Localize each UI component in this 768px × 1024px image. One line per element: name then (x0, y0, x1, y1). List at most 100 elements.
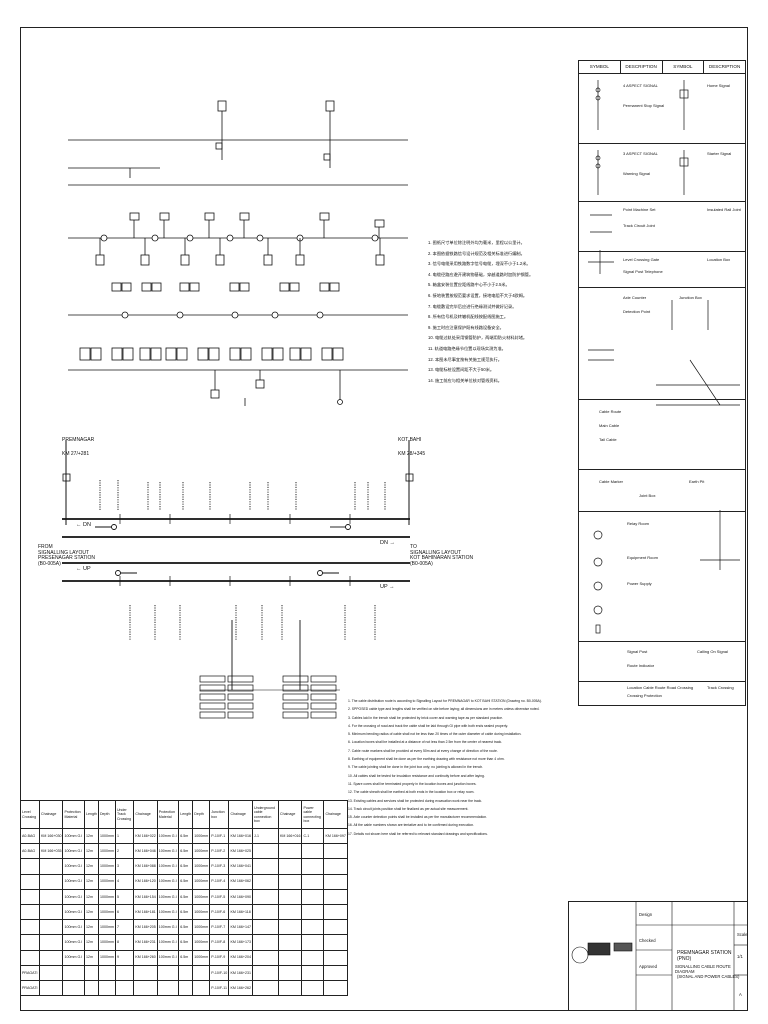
table-cell: 1000mm (97, 827, 116, 845)
from-station-label: FROM SIGNALLING LAYOUT PRESENAGAR STATIO… (38, 544, 96, 567)
drawing-frame (20, 27, 748, 1011)
table-cell (301, 843, 325, 860)
table-cell: P-10/F-8 (209, 934, 230, 951)
table-cell (20, 873, 40, 890)
table-cell (251, 919, 279, 936)
table-cell (133, 979, 158, 997)
table-cell: 3 (114, 858, 135, 875)
track-direction-label: DN → (380, 540, 395, 546)
table-cell (301, 858, 325, 875)
note-line: 2. 本图依据铁路信号设计规范及相关标准进行编制。 (428, 250, 525, 256)
table-cell (38, 979, 64, 997)
table-cell: KM 166+120 (133, 873, 158, 890)
note-line: 13. Existing cables and services shall b… (348, 798, 483, 803)
table-cell (251, 858, 279, 875)
table-cell (38, 858, 64, 875)
note-line: 10. All cables shall be tested for insul… (348, 773, 485, 778)
table-cell: 100mm G.I (62, 934, 85, 951)
table-cell (114, 979, 135, 997)
table-cell: KM 166+041 (228, 858, 253, 875)
table-cell (323, 873, 348, 890)
table-cell: 8 (114, 934, 135, 951)
cable-stubs-lower (129, 605, 376, 640)
note-line: 4. 电缆径路应避开建筑物基础，穿越道路时加防护钢管。 (428, 271, 534, 277)
table-cell (277, 888, 303, 905)
table-cell: 1000mm (97, 858, 116, 875)
table-cell: 4 (114, 873, 135, 890)
junction-row-1 (129, 212, 385, 228)
drawing-subtitle: (SIGNAL AND POWER CABLES) (677, 974, 740, 979)
sheet-number: 1/1 (737, 954, 743, 959)
table-cell: P-10/F-7 (209, 919, 230, 936)
table-cell (301, 934, 325, 951)
table-cell: 12m (83, 873, 99, 890)
table-cell (156, 979, 180, 997)
table-cell (192, 979, 211, 997)
table-cell: KM 166+022 (133, 827, 158, 845)
table-cell: KM 166+118 (228, 903, 253, 921)
table-cell: KM 166+025 (228, 843, 253, 860)
table-cell (277, 858, 303, 875)
table-cell (251, 873, 279, 890)
title-block: Design Checked Approved PREMNAGAR STATIO… (568, 901, 748, 1011)
location-boxes-row-4 (79, 347, 344, 361)
table-cell (323, 964, 348, 981)
note-line: 6. Location boxes shall be installed at … (348, 740, 503, 745)
track-direction-label: UP → (380, 584, 395, 590)
table-cell: KM 166+204 (228, 949, 253, 966)
table-cell: 100mm G.I (62, 843, 85, 860)
table-cell: KM 166+231 (133, 934, 158, 951)
track-direction-label: ← UP (76, 566, 91, 572)
table-cell: KM 166+231 (228, 964, 253, 981)
table-cell: A0-BAG (20, 843, 40, 860)
table-cell: 12m (83, 934, 99, 951)
table-cell (301, 979, 325, 997)
design-label: Design (639, 912, 653, 917)
table-cell: 1000mm (97, 903, 116, 921)
table-cell: KM 166+173 (228, 934, 253, 951)
note-line: 7. 电缆敷设完毕后应进行绝缘测试并做好记录。 (428, 303, 517, 309)
table-cell: KM 166+260 (133, 949, 158, 966)
table-cell: 1000mm (192, 919, 211, 936)
table-cell (277, 873, 303, 890)
drawing-title: SIGNALLING CABLE ROUTE DIAGRAM (675, 964, 731, 974)
table-cell (38, 888, 64, 905)
location-boxes-row-3 (111, 282, 340, 292)
table-cell: 100mm G.I (62, 873, 85, 890)
table-cell (20, 888, 40, 905)
table-cell: KM 166+035 (38, 843, 64, 860)
table-cell (277, 919, 303, 936)
approve-label: Approved (639, 964, 657, 969)
table-cell (38, 873, 64, 890)
table-cell: KM 166+062 (228, 873, 253, 890)
to-station-label: TO SIGNALLING LAYOUT KOT BAHINARAN STATI… (410, 544, 474, 567)
table-cell (301, 919, 325, 936)
legend-row: Cable Route Main Cable Tail Cable (579, 399, 745, 470)
table-cell (114, 964, 135, 981)
table-cell (277, 903, 303, 921)
table-cell: J-1 (251, 827, 279, 845)
table-cell: 100mm G.I (156, 843, 180, 860)
table-cell: KM 166+205 (133, 919, 158, 936)
table-cell: KM 166+046 (133, 843, 158, 860)
legend-row: 4 ASPECT SIGNAL Permanent Stop Signal Ho… (579, 73, 745, 144)
table-cell (323, 858, 348, 875)
table-cell: 6.5m (178, 903, 194, 921)
table-cell (251, 843, 279, 860)
table-cell: P-10/F-10 (209, 964, 230, 981)
table-cell (251, 888, 279, 905)
table-cell: 100mm G.I (156, 873, 180, 890)
project-name: PREMNAGAR STATION (PNO) (677, 950, 732, 962)
note-line: 4. For the crossing of road and track th… (348, 723, 508, 728)
note-line: 13. 电缆标桩设置间距不大于50米。 (428, 367, 495, 373)
table-cell: KM 166+016 (277, 827, 303, 845)
table-cell: 12m (83, 827, 99, 845)
premnagar-km: KM 27/+281 (62, 451, 90, 457)
table-cell: KM 166+154 (133, 888, 158, 905)
legend-row: Point Machine Set Track Circuit Joint In… (579, 201, 745, 252)
